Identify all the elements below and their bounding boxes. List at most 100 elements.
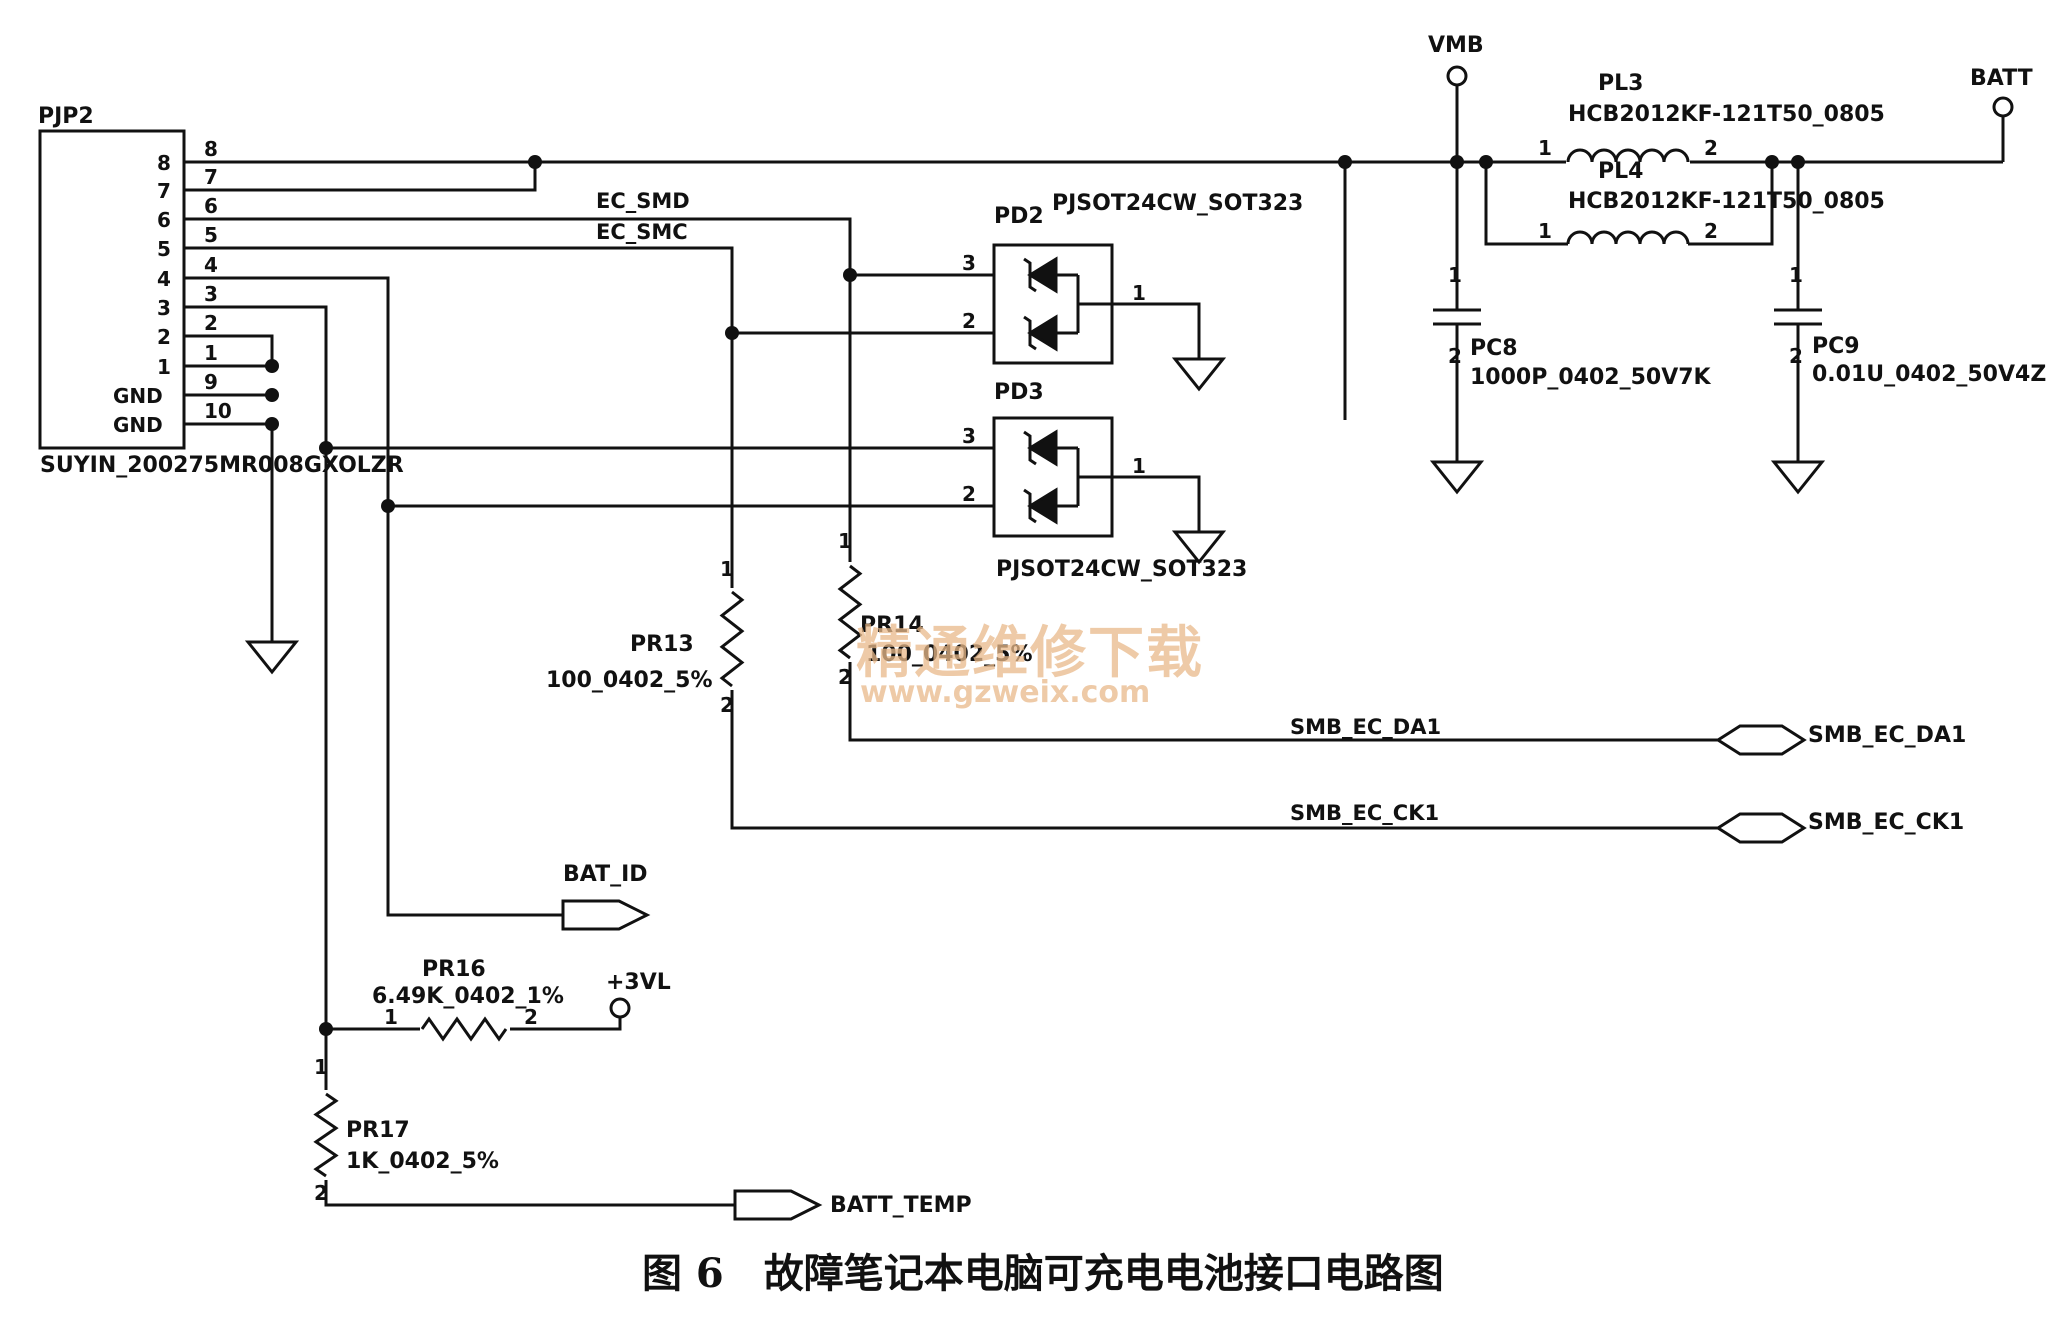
net-label-smb-ck-wire: SMB_EC_CK1: [1290, 801, 1439, 825]
pc9-ref: PC9: [1812, 334, 1860, 359]
pin-number: 1: [838, 529, 852, 553]
ec-smd-net: [184, 217, 1718, 742]
pin-number: 2: [524, 1005, 538, 1029]
pin-number: 2: [1704, 219, 1718, 243]
ground-symbol: [1770, 440, 1826, 495]
connector-pin-inner: 2: [157, 325, 171, 349]
pr16-body: [420, 1016, 508, 1042]
pin-number: 3: [962, 424, 976, 448]
pl3-ref: PL3: [1598, 71, 1643, 96]
pin-number: 1: [1448, 263, 1462, 287]
3vl-terminal: [609, 997, 631, 1019]
connector-pin-outer: 3: [204, 282, 218, 306]
pc9-value: 0.01U_0402_50V4Z: [1812, 362, 2046, 387]
wire-layer: [184, 85, 2005, 1207]
pd2-ref: PD2: [994, 204, 1044, 229]
connector-pin-outer: 10: [204, 399, 232, 423]
pr17-value: 1K_0402_5%: [346, 1149, 499, 1174]
watermark-title: 精通维修下载: [856, 620, 1204, 686]
connector-pin-inner: GND: [113, 413, 163, 437]
pr16-value: 6.49K_0402_1%: [372, 984, 564, 1009]
junction-dot: [319, 1022, 333, 1036]
pl4-part: HCB2012KF-121T50_0805: [1568, 189, 1885, 214]
junction-dot: [319, 441, 333, 455]
net-label-smb-da-wire: SMB_EC_DA1: [1290, 715, 1441, 739]
pin-number: 2: [1704, 136, 1718, 160]
port-label-bat-id: BAT_ID: [563, 862, 648, 887]
net-label-ec-smc: EC_SMC: [596, 220, 688, 244]
junction-dot: [381, 499, 395, 513]
net-label-batt: BATT: [1970, 66, 2033, 91]
port-bat-id: [561, 899, 651, 931]
junction-dot: [265, 388, 279, 402]
power-label-3vl: +3VL: [606, 970, 671, 995]
pin-number: 1: [1789, 263, 1803, 287]
pin7-tie: [184, 162, 537, 192]
junction-dot: [528, 155, 542, 169]
connector-pin-inner: 8: [157, 151, 171, 175]
pin-number: 1: [720, 557, 734, 581]
pd3-zener-bar: [1023, 488, 1037, 524]
pd2-diode: [1027, 256, 1058, 294]
pr13-ref: PR13: [630, 632, 694, 657]
connector-pin-inner: GND: [113, 384, 163, 408]
connector-pin-outer: 2: [204, 311, 218, 335]
pin-number: 2: [1448, 344, 1462, 368]
pd3-ref: PD3: [994, 380, 1044, 405]
pr14-body: [837, 564, 863, 660]
pin-number: 2: [314, 1181, 328, 1205]
pr17-body: [313, 1092, 339, 1178]
connector-pin-inner: 4: [157, 267, 171, 291]
pd3-part: PJSOT24CW_SOT323: [996, 557, 1247, 582]
connector-pin-inner: 1: [157, 355, 171, 379]
pl3-coil: [1566, 148, 1690, 163]
batt-terminal: [1992, 96, 2014, 118]
port-batt-temp: [733, 1189, 823, 1221]
pin-number: 1: [1538, 136, 1552, 160]
gnd-pins-a: [184, 334, 274, 366]
pr17-ref: PR17: [346, 1118, 410, 1143]
pin-number: 2: [838, 665, 852, 689]
pin-number: 1: [384, 1005, 398, 1029]
ground-symbol: [1171, 337, 1227, 392]
pd3-zener-bar: [1023, 430, 1037, 466]
bat-id-net: [184, 276, 563, 917]
pd3-diode: [1027, 429, 1058, 467]
batt-temp-net: [184, 305, 735, 1207]
pl4-ref: PL4: [1598, 159, 1643, 184]
ec-smc-net: [184, 246, 1718, 830]
connector-pin-inner: 3: [157, 296, 171, 320]
pin-number: 2: [720, 693, 734, 717]
symbol-layer: [38, 65, 2014, 1221]
pd2-gnd-wire: [1078, 302, 1201, 337]
pl4-coil: [1566, 230, 1690, 245]
pin-number: 1: [1132, 454, 1146, 478]
vmb-terminal: [1446, 65, 1468, 87]
figure-caption: 图 6 故障笔记本电脑可充电电池接口电路图: [642, 1250, 1444, 1297]
pr16-right: [506, 1017, 622, 1031]
junction-dot: [1791, 155, 1805, 169]
net-label-ec-smd: EC_SMD: [596, 189, 690, 213]
connector-body: [38, 129, 186, 450]
port-label-batt-temp: BATT_TEMP: [830, 1193, 972, 1218]
ground-symbol: [1429, 440, 1485, 495]
pin-number: 2: [1789, 344, 1803, 368]
junction-dot: [1479, 155, 1493, 169]
junction-dot: [1765, 155, 1779, 169]
net-label-vmb: VMB: [1428, 33, 1484, 58]
pd2-zener-bar: [1023, 257, 1037, 293]
junction-dot: [843, 268, 857, 282]
port-smb-da: [1715, 724, 1807, 756]
pin-number: 1: [1132, 281, 1146, 305]
connector-pin-outer: 7: [204, 165, 218, 189]
junction-dot: [1450, 155, 1464, 169]
junction-dot: [1338, 155, 1352, 169]
junction-layer: [265, 155, 1805, 1036]
pd2-diode: [1027, 314, 1058, 352]
connector-pin-outer: 8: [204, 137, 218, 161]
pl4-right: [1688, 162, 1774, 246]
pd2-body: [992, 243, 1114, 365]
connector-pin-inner: 7: [157, 179, 171, 203]
